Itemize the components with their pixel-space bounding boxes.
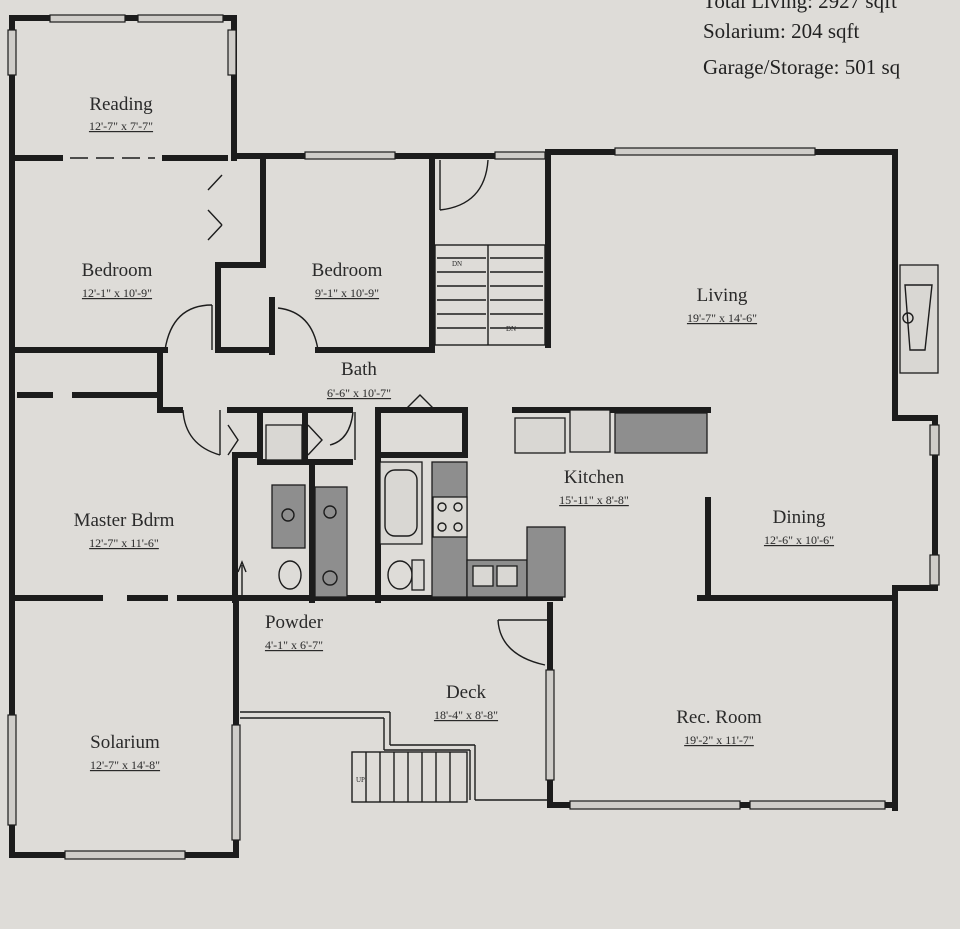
doors	[164, 159, 548, 666]
room-kitchen-dims: 15'-11" x 8'-8"	[559, 493, 629, 507]
room-powder-dims: 4'-1" x 6'-7"	[265, 638, 323, 652]
room-bedroom2-dims: 9'-1" x 10'-9"	[315, 286, 379, 300]
room-living-name: Living	[697, 285, 748, 306]
stair-dn-label: DN	[452, 260, 462, 268]
summary-solarium: Solarium: 204 sqft	[703, 19, 859, 43]
room-powder-name: Powder	[265, 612, 324, 633]
stair-up-label: UP	[356, 776, 365, 784]
room-master-name: Master Bdrm	[74, 510, 175, 531]
room-reading-name: Reading	[89, 94, 153, 115]
room-reading-dims: 12'-7" x 7'-7"	[89, 119, 153, 133]
room-kitchen-name: Kitchen	[564, 467, 625, 488]
room-bedroom2-name: Bedroom	[312, 260, 383, 281]
room-bedroom1-name: Bedroom	[82, 260, 153, 281]
room-deck-name: Deck	[446, 682, 487, 703]
room-solarium-dims: 12'-7" x 14'-8"	[90, 758, 160, 772]
summary-garage: Garage/Storage: 501 sq	[703, 55, 901, 79]
room-labels: Reading 12'-7" x 7'-7" Bedroom 12'-1" x …	[74, 94, 835, 772]
room-recroom-name: Rec. Room	[676, 707, 762, 728]
stairs-deck: UP	[351, 751, 468, 803]
windows	[7, 14, 940, 860]
stairs-main: DN DN	[434, 244, 546, 346]
room-living-dims: 19'-7" x 14'-6"	[687, 311, 757, 325]
bath-fixtures	[265, 424, 425, 598]
room-dining-dims: 12'-6" x 10'-6"	[764, 533, 834, 547]
room-bedroom1-dims: 12'-1" x 10'-9"	[82, 286, 152, 300]
room-deck-dims: 18'-4" x 8'-8"	[434, 708, 498, 722]
room-bath-name: Bath	[341, 359, 377, 380]
room-solarium-name: Solarium	[90, 732, 160, 753]
room-recroom-dims: 19'-2" x 11'-7"	[684, 733, 754, 747]
area-summary: Total Living: 2927 sqft Solarium: 204 sq…	[703, 0, 901, 79]
room-master-dims: 12'-7" x 11'-6"	[89, 536, 159, 550]
summary-total-living: Total Living: 2927 sqft	[703, 0, 897, 13]
fireplace	[899, 264, 939, 374]
room-dining-name: Dining	[773, 507, 826, 528]
room-bath-dims: 6'-6" x 10'-7"	[327, 386, 391, 400]
walls	[9, 15, 938, 858]
stair-dn-label-2: DN	[506, 325, 516, 333]
kitchen-fixtures	[431, 409, 708, 598]
